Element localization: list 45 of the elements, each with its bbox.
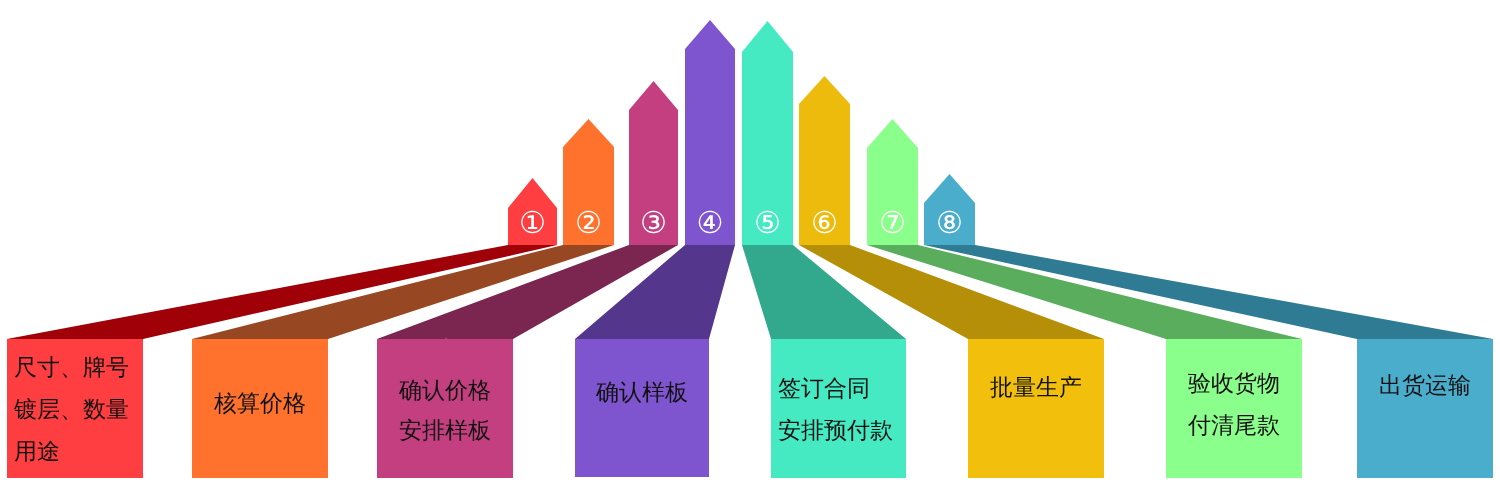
step-number: ② xyxy=(575,206,602,240)
step-number: ③ xyxy=(640,206,667,240)
step-text: 尺寸、牌号 xyxy=(14,353,129,381)
connector-band xyxy=(377,245,678,339)
step-box xyxy=(968,339,1104,478)
step-number: ⑧ xyxy=(936,206,963,240)
arrow-tab xyxy=(867,119,918,245)
connector-band xyxy=(742,245,906,339)
step-text: 批量生产 xyxy=(990,373,1082,401)
arrow-tab xyxy=(508,178,557,245)
step-text: 用途 xyxy=(14,437,60,465)
step-text: 镀层、数量 xyxy=(14,395,129,423)
step-text: 验收货物 xyxy=(1188,369,1280,397)
arrow-tab xyxy=(924,174,975,245)
step-box xyxy=(1357,339,1493,478)
step-text: 核算价格 xyxy=(214,389,306,417)
connector-band xyxy=(867,245,1302,339)
connector-band xyxy=(575,245,735,339)
step-text: 出货运输 xyxy=(1379,371,1471,399)
step-text: 付清尾款 xyxy=(1188,411,1280,439)
step-number: ① xyxy=(519,206,546,240)
step-number: ⑤ xyxy=(754,206,781,240)
step-box xyxy=(377,339,513,478)
step-text: 确认价格 xyxy=(399,376,491,404)
step-text: 签订合同 xyxy=(778,374,870,402)
step-text: 安排样板 xyxy=(399,416,491,444)
step-text: 安排预付款 xyxy=(778,416,893,444)
arrow-tab xyxy=(799,76,850,245)
step-number: ④ xyxy=(696,206,724,240)
step-box xyxy=(192,339,328,478)
step-box xyxy=(1166,339,1302,478)
connector-band xyxy=(7,245,557,339)
step-box xyxy=(7,339,143,478)
step-box xyxy=(575,339,709,477)
connector-band xyxy=(799,245,1104,339)
arrow-tab xyxy=(629,81,678,245)
connector-band xyxy=(924,245,1493,339)
step-text: 确认样板 xyxy=(596,378,688,406)
arrow-tab xyxy=(742,21,793,245)
step-box xyxy=(771,339,906,478)
arrow-tab xyxy=(563,119,614,245)
connector-band xyxy=(192,245,614,339)
step-number: ⑦ xyxy=(879,206,906,240)
arrow-tab xyxy=(685,20,735,245)
step-number: ⑥ xyxy=(811,206,838,240)
